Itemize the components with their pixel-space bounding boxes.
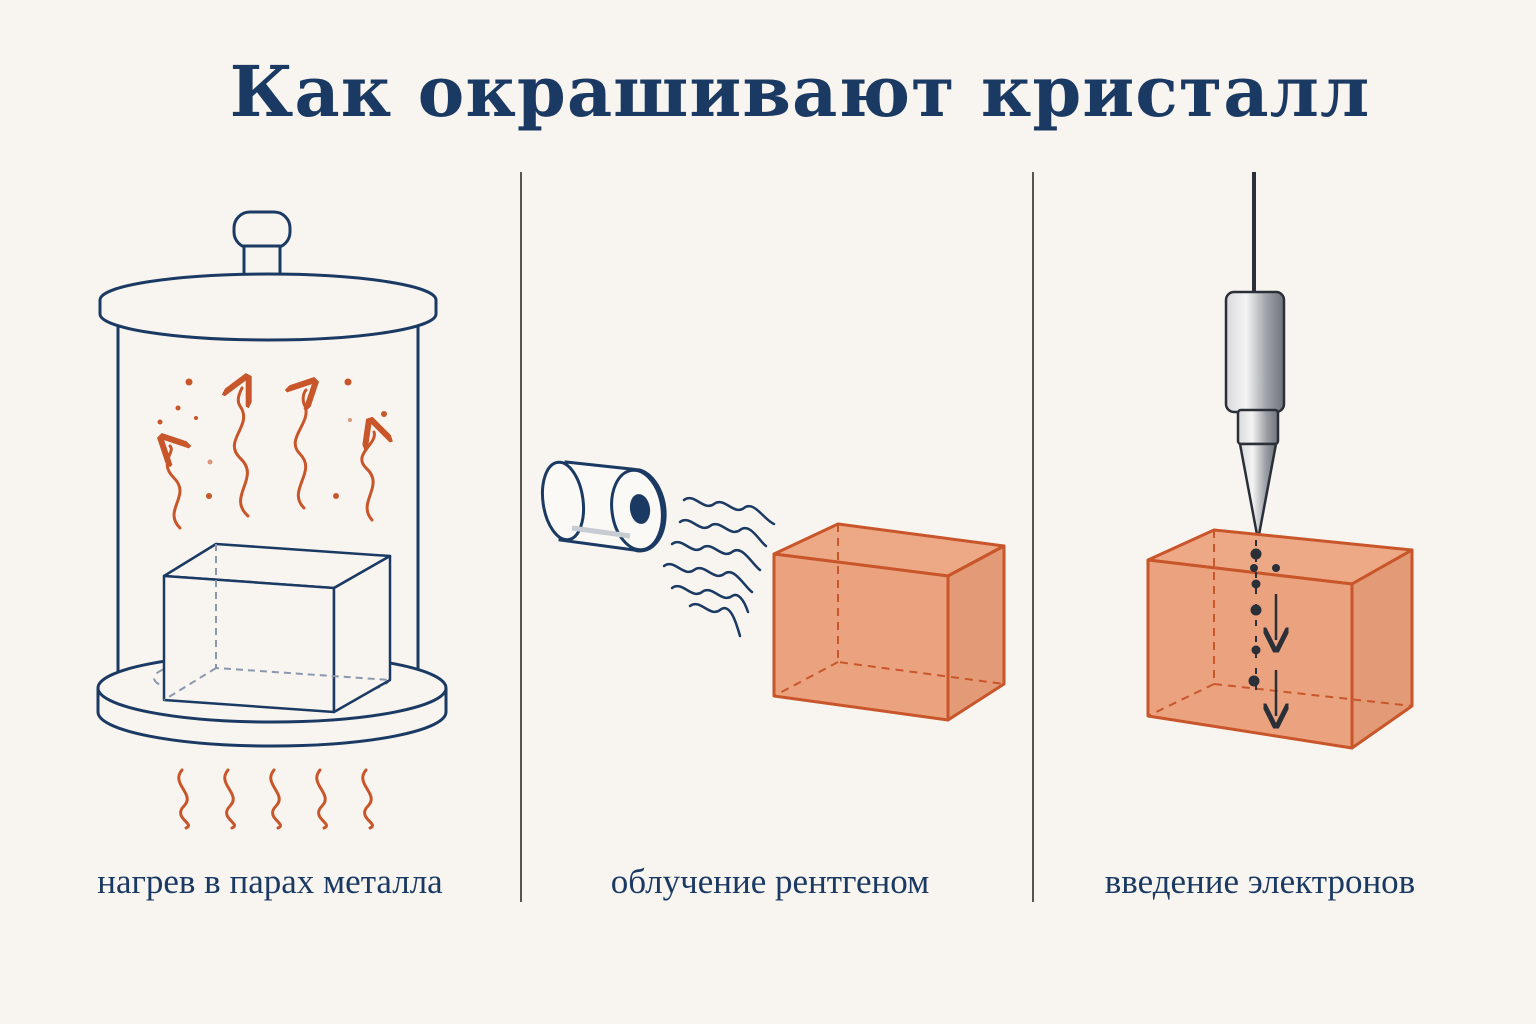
colored-crystal-2 bbox=[772, 522, 1006, 722]
x-ray-waves bbox=[662, 496, 776, 638]
jar-body bbox=[116, 318, 420, 690]
electrode-body bbox=[1224, 290, 1286, 414]
jar-knob bbox=[232, 210, 292, 250]
electron-path bbox=[1248, 540, 1280, 716]
caption-heating: нагрев в парах металла bbox=[97, 862, 443, 901]
caption-electrons: введение электронов bbox=[1104, 862, 1416, 901]
electrode-needle-icon bbox=[1224, 172, 1286, 541]
vapour-arrows bbox=[167, 388, 374, 530]
tube-aperture bbox=[629, 494, 651, 524]
colored-crystal-3 bbox=[1146, 528, 1414, 750]
clear-crystal bbox=[162, 542, 392, 714]
caption-x-ray: облучение рентгеном bbox=[610, 862, 930, 901]
x-ray-tube-icon bbox=[540, 460, 667, 553]
bell-jar-heating-icon bbox=[96, 210, 448, 748]
electrode-tip bbox=[1238, 442, 1278, 541]
vapour-particles bbox=[157, 378, 387, 499]
heat-waves bbox=[177, 768, 374, 830]
page-title: Как окрашивают кристалл bbox=[229, 50, 1371, 133]
